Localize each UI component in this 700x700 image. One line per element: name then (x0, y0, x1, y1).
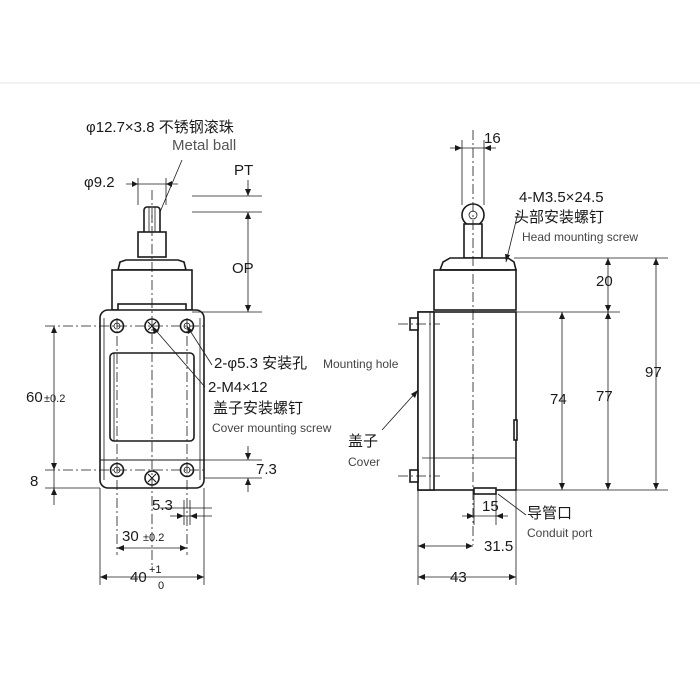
dim-16-text: 16 (484, 130, 501, 147)
mount-hole-cn-text: 2-φ5.3 安装孔 (214, 355, 307, 372)
dim-8-text: 8 (30, 473, 38, 490)
cover-screw-spec-text: 2-M4×12 (208, 379, 268, 396)
dim-5-3-text: 5.3 (152, 497, 173, 514)
mount-hole-en-text: Mounting hole (323, 357, 399, 371)
dim-40-text: 40 (130, 569, 147, 586)
pt-text: PT (234, 162, 253, 179)
conduit-en-text: Conduit port (527, 526, 593, 540)
ball-spec-text: φ12.7×3.8 不锈钢滚珠 (86, 119, 234, 136)
side-view: 16 4-M3.5×24.5 头部安装螺钉 Head mounting scre… (348, 130, 668, 586)
side-head-cap (438, 257, 518, 271)
dim-20-text: 20 (596, 273, 613, 290)
head-screw-cn-text: 头部安装螺钉 (514, 209, 604, 226)
head-screw-en-text: Head mounting screw (522, 230, 638, 244)
dim-30-text: 30 (122, 528, 139, 545)
ball-label-text: Metal ball (172, 137, 236, 154)
op-text: OP (232, 260, 254, 277)
dim-31-5-text: 31.5 (484, 538, 513, 555)
cover-cn-text: 盖子 (348, 433, 378, 450)
side-conduit-port (473, 487, 497, 495)
cover-screw-en-text: Cover mounting screw (212, 421, 332, 435)
cover-screw-cn-text: 盖子安装螺钉 (213, 400, 303, 417)
dim-7-3-text: 7.3 (256, 461, 277, 478)
dim-40-tol-bottom-text: 0 (158, 580, 164, 592)
dim-74-text: 74 (550, 391, 567, 408)
head-screw-spec-text: 4-M3.5×24.5 (519, 189, 604, 206)
dim-60-tol-text: ±0.2 (44, 393, 65, 405)
dim-30-tol-text: ±0.2 (143, 532, 164, 544)
dim-40-tol-top-text: +1 (149, 564, 162, 576)
dim-43-text: 43 (450, 569, 467, 586)
phi-9-2-text: φ9.2 (84, 174, 115, 191)
side-cover (417, 311, 435, 491)
conduit-cn-text: 导管口 (527, 505, 572, 522)
side-head (433, 269, 517, 311)
dim-60-text: 60 (26, 389, 43, 406)
dim-97-text: 97 (645, 364, 662, 381)
dim-15-text: 15 (482, 498, 499, 515)
cover-en-text: Cover (348, 455, 380, 469)
front-view: φ12.7×3.8 不锈钢滚珠 Metal ball φ9.2 PT OP 60… (26, 119, 399, 592)
dim-77-text: 77 (596, 388, 613, 405)
